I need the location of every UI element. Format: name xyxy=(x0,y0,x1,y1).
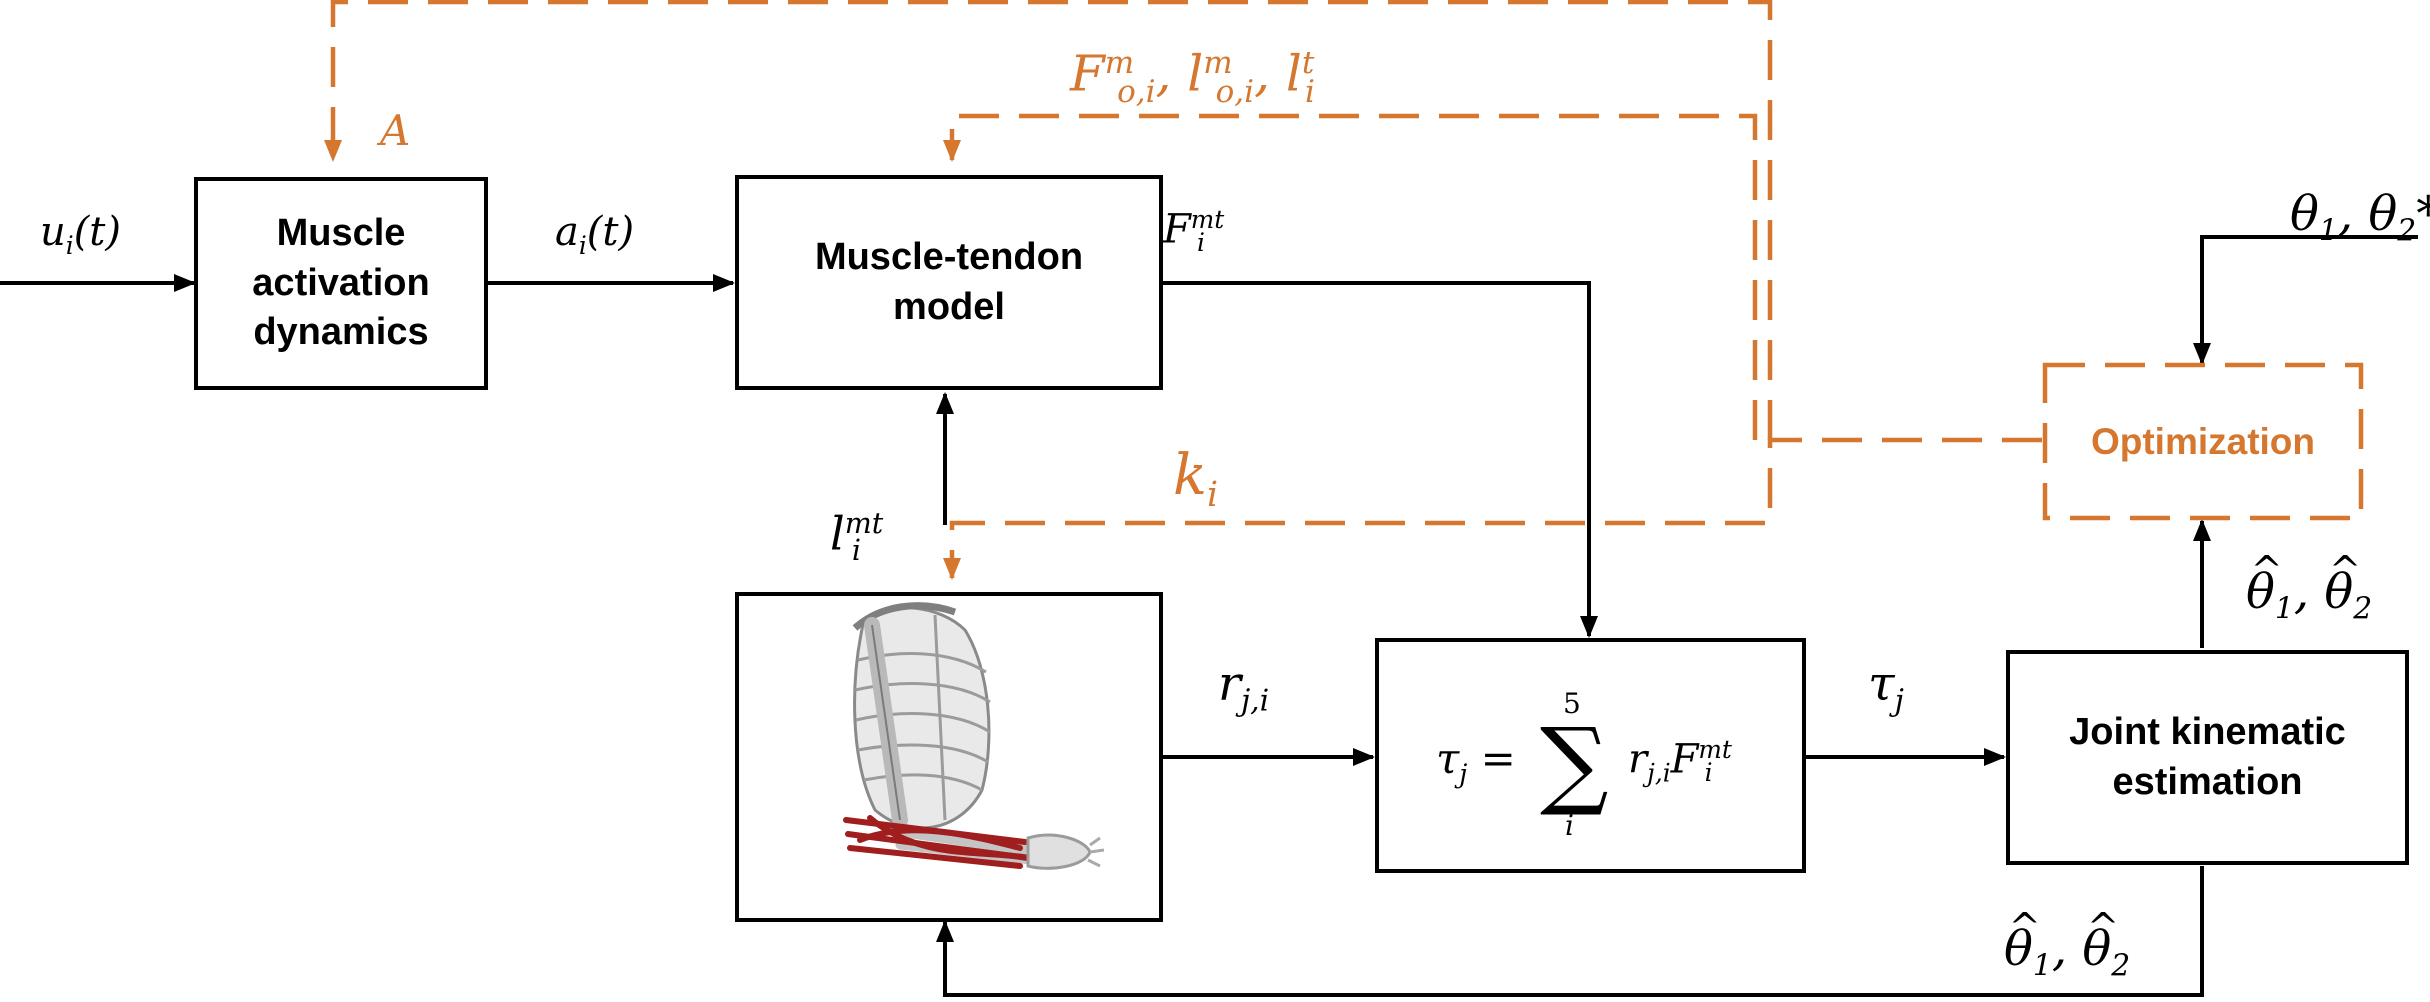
muscle-tendon-box: Muscle-tendon model xyxy=(735,175,1163,390)
optimization-box-border xyxy=(2042,362,2364,521)
muscle-activation-label: Muscle activation dynamics xyxy=(252,212,430,354)
torque-signal-label: τj xyxy=(1868,656,1904,719)
muscle-tendon-label: Muscle-tendon model xyxy=(814,236,1084,328)
feedback-A-line xyxy=(324,0,1773,440)
musculoskeletal-arm-model-icon xyxy=(843,602,1105,870)
activation-param-label: A xyxy=(380,106,411,155)
activation-signal-label: ai(t) xyxy=(555,209,635,260)
gain-label: ki xyxy=(1173,443,1219,516)
joint-kinematic-label: Joint kinematic estimation xyxy=(2069,711,2346,803)
reference-to-optimization-arrow xyxy=(2193,235,2418,365)
sum-upper-limit: 5 xyxy=(1563,687,1581,720)
estimated-angles-to-optimization-label: θ1, θ2 xyxy=(2246,552,2372,624)
moment-arm-label: rj,i xyxy=(1218,656,1270,719)
feedback-k-line xyxy=(943,437,2042,580)
muscle-params-label: Fmo,i, lmo,i, lti xyxy=(1070,44,1315,110)
torque-box xyxy=(1375,638,1806,873)
arm-model-box xyxy=(735,592,1163,922)
muscle-activation-box: Muscle activation dynamics xyxy=(194,177,488,390)
torque-equation-lhs: τj = xyxy=(1436,734,1516,790)
force-to-torque-arrow xyxy=(1163,281,1598,638)
optimization-box: Optimization xyxy=(2045,365,2361,518)
torque-equation-rhs: rj,iFmti xyxy=(1628,735,1732,788)
reference-angles-label: θ1, θ2* xyxy=(2290,186,2430,249)
kinematic-feedback-arrow xyxy=(936,866,2204,997)
feedback-params-line xyxy=(943,113,1758,440)
optimization-label: Optimization xyxy=(2090,420,2316,462)
sum-symbol: ∑ xyxy=(1540,707,1609,819)
joint-kinematic-box: Joint kinematic estimation xyxy=(2006,650,2409,865)
muscle-length-label: lmti xyxy=(830,506,884,567)
muscle-force-label: Fmti xyxy=(1163,205,1225,258)
estimated-angles-feedback-label: θ1, θ2 xyxy=(2004,909,2130,981)
sum-lower-index: i xyxy=(1565,809,1574,842)
input-signal-label: ui(t) xyxy=(40,209,121,260)
